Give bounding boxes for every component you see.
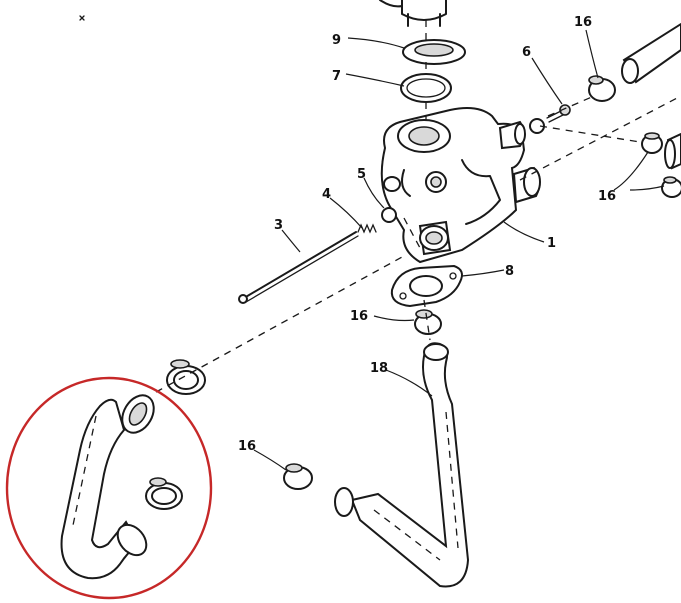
callout-9: 9 <box>332 33 341 48</box>
highlighted-elbow-hose <box>60 394 155 580</box>
callout-5: 5 <box>357 167 366 182</box>
hose-right <box>664 132 681 170</box>
part-5-ball <box>381 207 397 223</box>
callout-8: 8 <box>505 264 514 279</box>
top-housing-stub <box>379 0 447 27</box>
part-18-hose <box>334 342 470 588</box>
callout-3: 3 <box>274 218 283 233</box>
callout-16-center: 16 <box>350 309 368 324</box>
callout-1: 1 <box>547 236 556 251</box>
clamp-16-right <box>641 132 663 154</box>
callout-16-lower: 16 <box>238 439 256 454</box>
part-7-oring <box>400 73 452 103</box>
clamp-16-left <box>166 359 206 395</box>
part-8-gasket <box>390 264 463 308</box>
highlighted-clamp <box>145 477 183 510</box>
clamp-16-center <box>414 309 442 335</box>
leader-lines <box>253 29 665 471</box>
highlight-circle <box>5 376 213 600</box>
callout-4: 4 <box>322 187 331 202</box>
stray-mark <box>79 15 85 21</box>
clamp-16-lower <box>283 463 313 490</box>
callout-16-top-right: 16 <box>574 15 592 30</box>
part-3-rod <box>238 231 359 304</box>
part-4-spring <box>357 223 377 234</box>
callout-6: 6 <box>522 45 531 60</box>
part-1-pump-body <box>380 107 541 264</box>
assembly-lines <box>155 20 681 393</box>
callout-7: 7 <box>332 69 341 84</box>
callout-18: 18 <box>370 361 388 376</box>
part-9-seal <box>402 39 466 65</box>
hose-top-right <box>621 22 681 84</box>
clamp-16-right-lower <box>661 176 681 198</box>
callout-16-right: 16 <box>598 189 616 204</box>
clamp-16-top-right <box>588 75 616 102</box>
